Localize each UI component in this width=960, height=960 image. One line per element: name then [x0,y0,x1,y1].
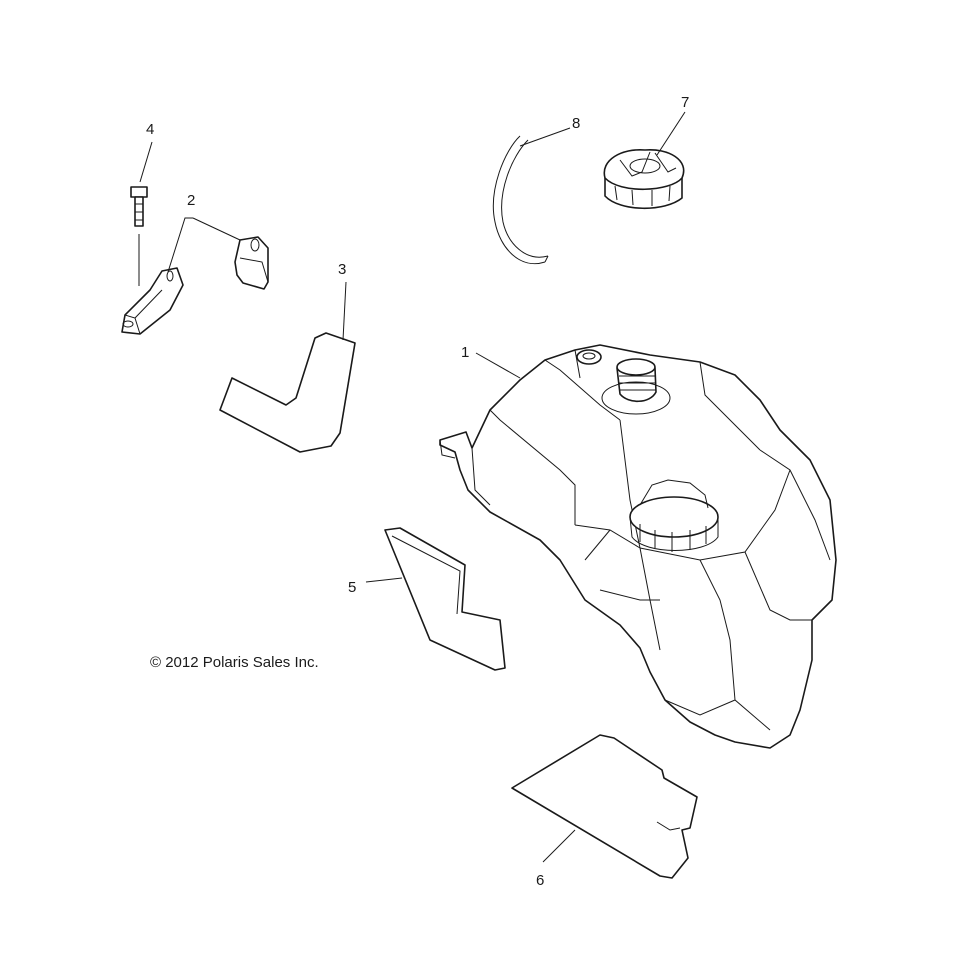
leader-lines [139,111,686,863]
part-pad-l [219,332,356,453]
callout-5: 5 [348,579,356,596]
part-pad-5 [384,527,506,671]
part-fuel-tank [439,344,837,749]
part-bracket-left [121,267,184,335]
callout-8: 8 [572,115,580,132]
part-bracket-right [234,236,269,290]
callout-7: 7 [681,94,689,111]
part-pad-6 [511,734,698,879]
part-bolt [130,186,148,286]
callout-4: 4 [146,121,154,138]
callout-3: 3 [338,261,346,278]
part-fuel-cap [603,149,685,210]
callout-2: 2 [187,192,195,209]
part-hose [492,135,549,265]
callout-1: 1 [461,344,469,361]
copyright-notice: © 2012 Polaris Sales Inc. [150,654,319,671]
callout-6: 6 [536,872,544,889]
